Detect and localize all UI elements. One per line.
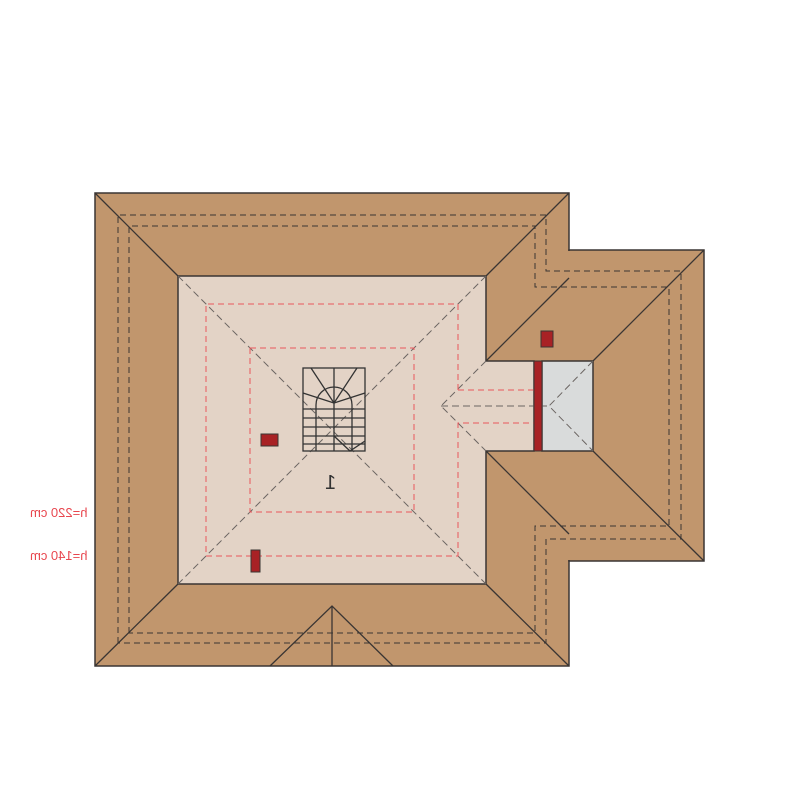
room-number: 1 xyxy=(325,472,337,494)
chimney xyxy=(260,433,279,447)
staircase xyxy=(302,367,366,452)
skylight xyxy=(541,360,594,452)
eave-lines xyxy=(117,214,682,644)
chimney xyxy=(540,330,554,348)
height-label-220: h=220 cm xyxy=(30,505,88,520)
height-lines xyxy=(205,303,534,557)
height-label-140: h=140 cm xyxy=(30,548,88,563)
chimney xyxy=(250,549,261,573)
hip-lines xyxy=(94,192,705,667)
ridge-lines xyxy=(177,275,594,585)
chimneys xyxy=(250,330,554,573)
chimney xyxy=(533,360,543,452)
attic-floor xyxy=(177,275,535,585)
